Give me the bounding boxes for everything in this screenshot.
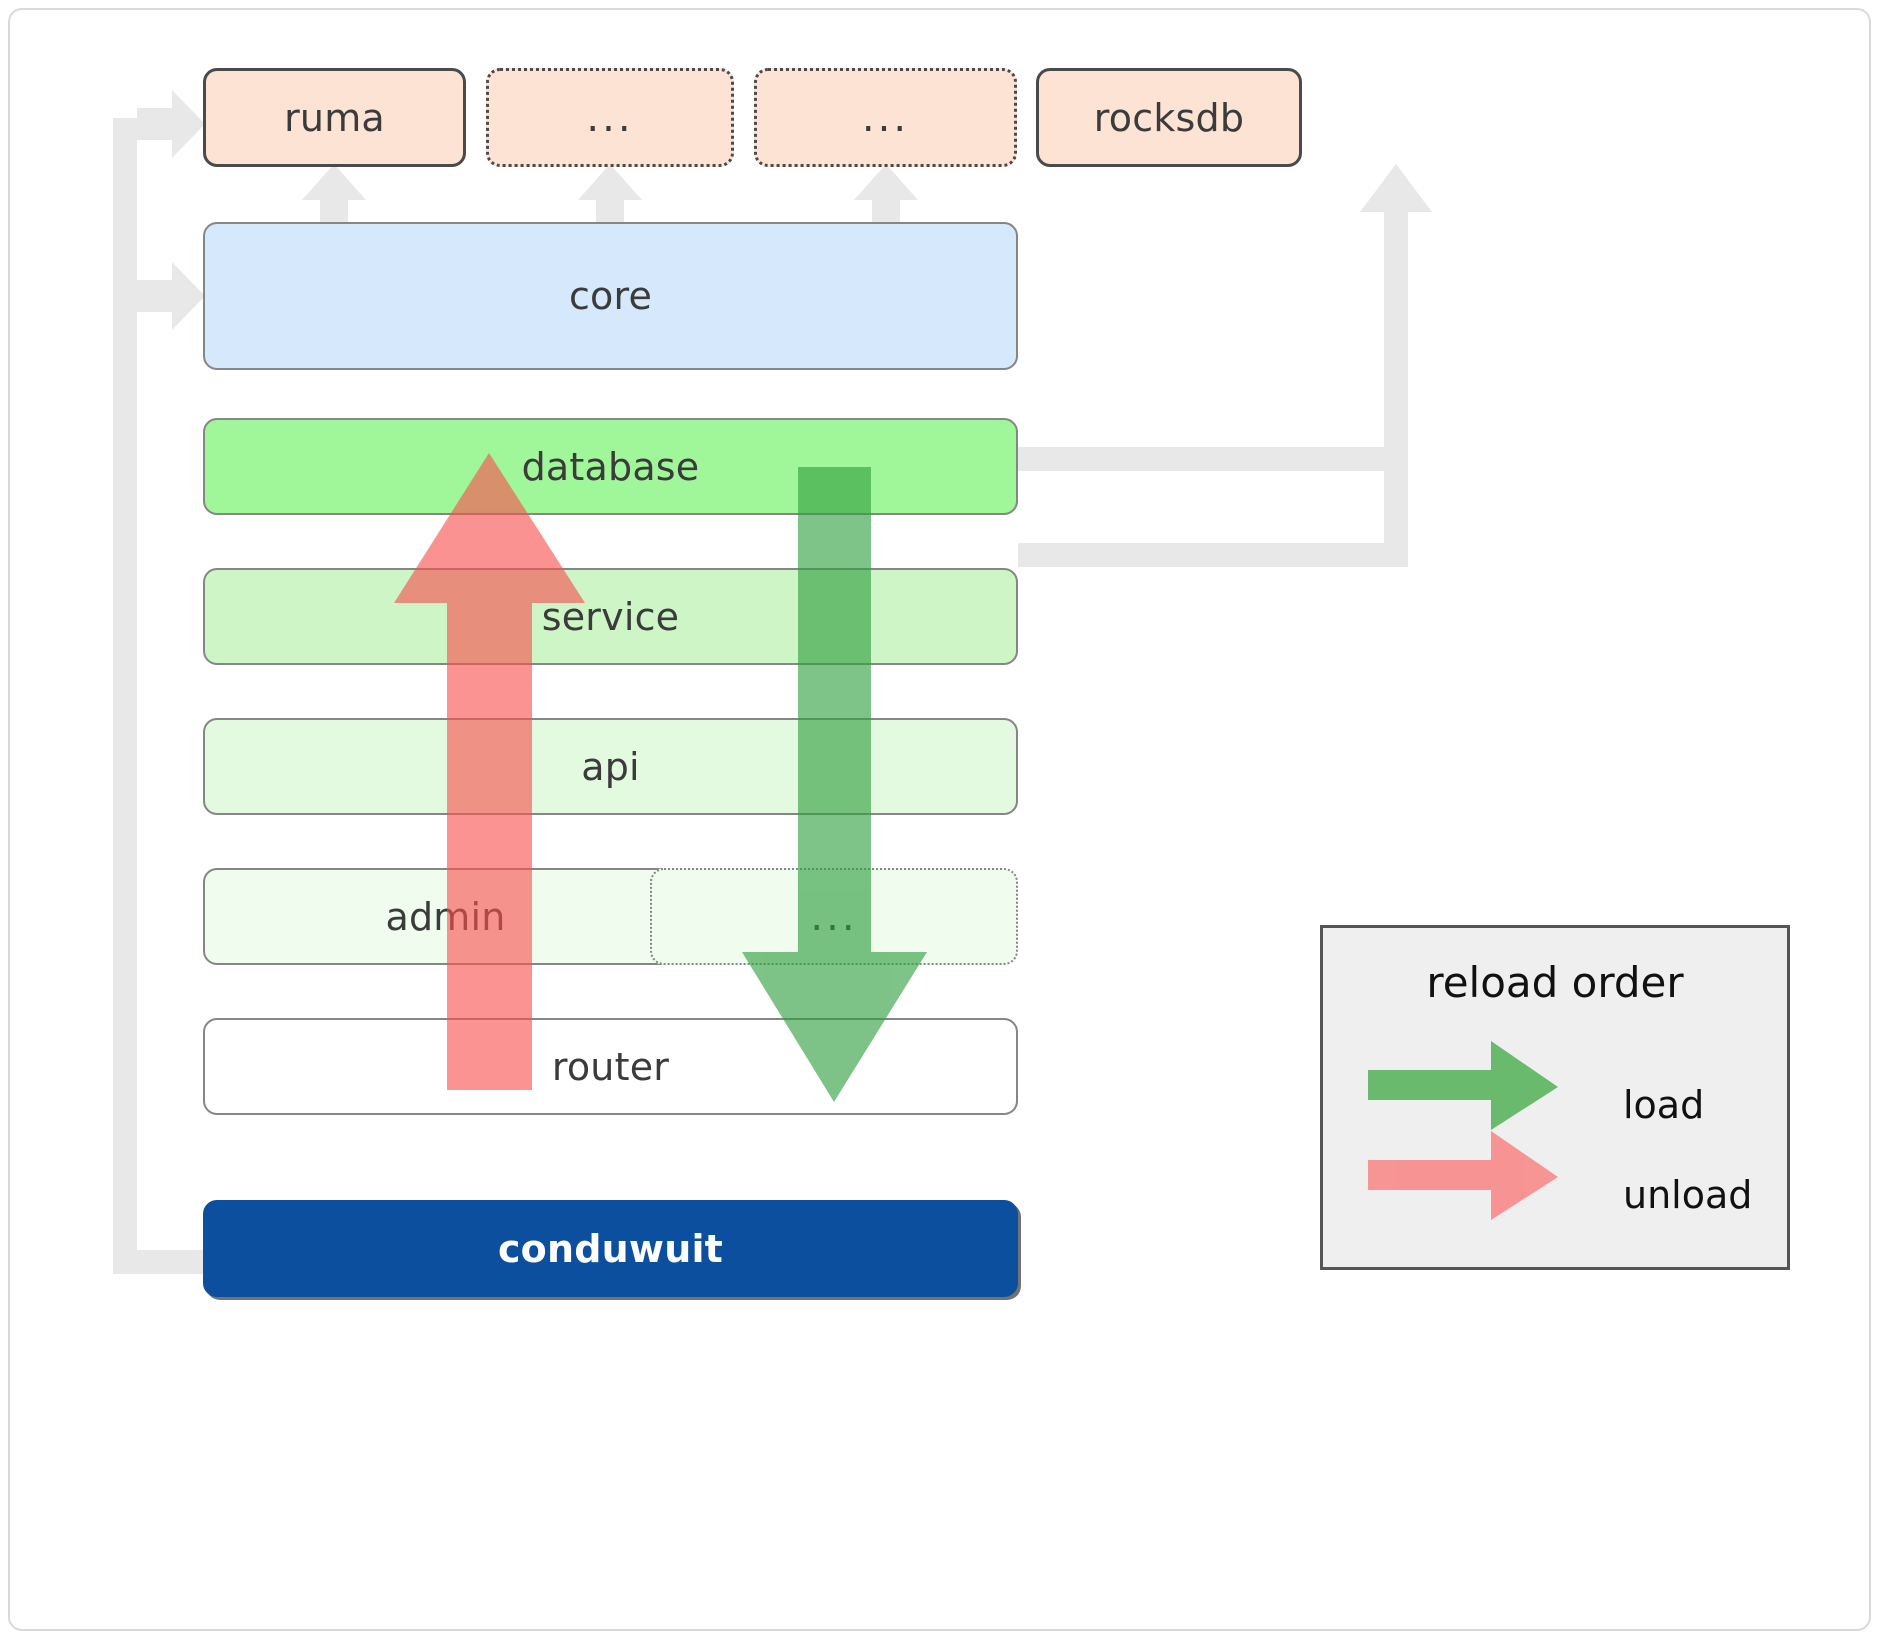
node-ellipsis-top-1-label: ... — [586, 94, 634, 141]
node-ellipsis-top-2-label: ... — [861, 94, 910, 141]
node-router[interactable]: router — [203, 1018, 1018, 1115]
node-ellipsis-top-1[interactable]: ... — [486, 68, 734, 167]
node-ellipsis-admin-row-label: ... — [810, 893, 858, 940]
node-conduwuit-label: conduwuit — [497, 1226, 724, 1271]
node-ruma-label: ruma — [284, 95, 385, 140]
node-rocksdb-label: rocksdb — [1093, 95, 1245, 140]
legend-title: reload order — [1426, 958, 1684, 1007]
legend-load-label: load — [1623, 1083, 1705, 1127]
node-conduwuit[interactable]: conduwuit — [203, 1200, 1018, 1297]
node-database[interactable]: database — [203, 418, 1018, 515]
node-core[interactable]: core — [203, 222, 1018, 370]
node-core-label: core — [568, 274, 653, 318]
node-ruma[interactable]: ruma — [203, 68, 466, 167]
legend-unload-label: unload — [1623, 1173, 1753, 1217]
legend-arrow-swatches — [1368, 1041, 1558, 1220]
legend-load-arrow-icon — [1368, 1041, 1558, 1130]
node-admin[interactable]: admin — [203, 868, 688, 965]
node-service[interactable]: service — [203, 568, 1018, 665]
node-rocksdb[interactable]: rocksdb — [1036, 68, 1302, 167]
node-database-label: database — [521, 444, 700, 489]
legend-unload-arrow-icon — [1368, 1131, 1558, 1220]
node-api[interactable]: api — [203, 718, 1018, 815]
node-router-label: router — [551, 1044, 670, 1089]
node-api-label: api — [581, 744, 640, 789]
legend-box: reload order load unload — [1320, 925, 1790, 1270]
node-ellipsis-top-2[interactable]: ... — [754, 68, 1017, 167]
node-service-label: service — [541, 594, 680, 639]
node-admin-label: admin — [385, 894, 506, 939]
node-ellipsis-admin-row[interactable]: ... — [650, 868, 1018, 965]
